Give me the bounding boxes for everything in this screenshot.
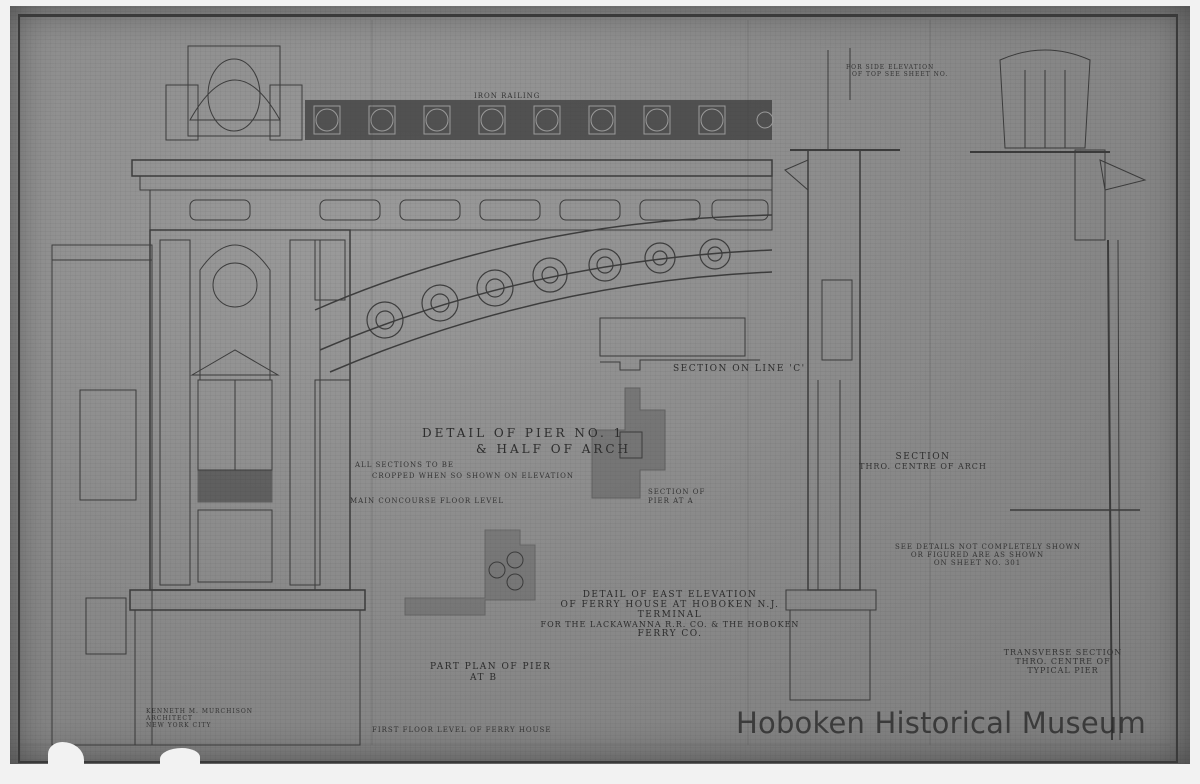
paper-tear <box>160 748 200 768</box>
museum-watermark: Hoboken Historical Museum <box>736 706 1146 740</box>
section-arch-line-2: Thro. Centre of Arch <box>859 462 987 471</box>
see-details-line-3: on sheet No. 301 <box>933 559 1022 567</box>
left-building-wall <box>51 244 153 746</box>
transverse-section-line-2: Thro. Centre of <box>1015 657 1111 666</box>
architect-block: Kenneth M. Murchison Architect New York … <box>146 708 253 729</box>
section-pier-a-label-2: Pier at A <box>648 497 694 505</box>
section-pier-a-label-1: Section of <box>648 488 706 496</box>
pier-note-2: cropped when so shown on elevation <box>372 472 574 480</box>
east-elevation-line-4: For the Lackawanna R.R. Co. & The Hoboke… <box>540 620 800 629</box>
east-elevation-line-5: Ferry Co. <box>637 629 703 639</box>
east-elevation-line-2: of Ferry House at Hoboken N.J. <box>560 600 780 610</box>
pier-detail-title-1: Detail of Pier No. 1 <box>422 426 625 440</box>
east-elevation-line-1: Detail of East Elevation <box>582 590 758 600</box>
part-plan-label-2: at B <box>470 673 498 683</box>
part-plan-label-1: Part Plan of Pier <box>430 662 552 672</box>
railing-label: Iron Railing <box>474 92 541 100</box>
bottom-floor-level-label: First Floor Level of Ferry House <box>372 726 552 734</box>
side-elevation-note-1: For side elevation <box>846 64 935 71</box>
see-details-note: See details not completely shown or figu… <box>895 543 1082 567</box>
iron-railing <box>305 100 774 140</box>
pier-detail-title-2: & Half of Arch <box>476 442 632 456</box>
section-arch-title-block: Section Thro. Centre of Arch <box>858 452 988 471</box>
see-details-line-2: or figured are as shown <box>910 551 1045 559</box>
east-elevation-line-3: Terminal <box>637 610 703 620</box>
transverse-section-line-3: Typical Pier <box>1027 666 1099 675</box>
architect-line-1: Kenneth M. Murchison <box>146 708 254 715</box>
pier-note-1: All sections to be <box>355 461 455 469</box>
transverse-section-title-block: Transverse Section Thro. Centre of Typic… <box>998 648 1128 675</box>
transverse-section-line-1: Transverse Section <box>1003 648 1123 657</box>
paper-tear <box>48 742 84 772</box>
architect-line-2: Architect <box>146 715 194 722</box>
side-elevation-note-2: of top see sheet No. <box>852 71 949 78</box>
see-details-line-1: See details not completely shown <box>895 543 1082 551</box>
east-elevation-title-block: Detail of East Elevation of Ferry House … <box>540 590 800 639</box>
section-arch-line-1: Section <box>895 452 951 462</box>
section-line-c-label: Section on Line 'C' <box>673 364 806 374</box>
floor-level-label: Main Concourse Floor Level <box>350 497 505 505</box>
architect-line-3: New York City <box>146 722 212 729</box>
